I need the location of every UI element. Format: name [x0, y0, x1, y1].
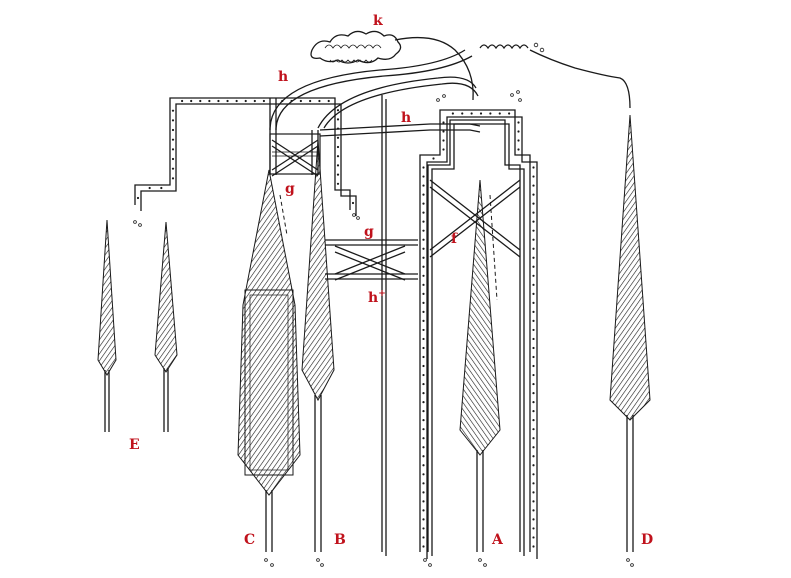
label-g-lower: g: [364, 224, 374, 240]
labels: k h h g g f h+ E C B A D: [129, 13, 653, 548]
squiggle-trail: [479, 42, 631, 109]
label-B: B: [334, 532, 346, 548]
spear-C: [237, 169, 301, 552]
spear-B: [301, 139, 335, 552]
spear-E-right: [154, 221, 178, 432]
spear-D: [609, 114, 651, 552]
label-f: f: [451, 231, 458, 247]
cross-brace-f: [429, 179, 521, 258]
pipe-network: [133, 49, 634, 567]
label-k: k: [373, 13, 383, 29]
label-h-right: h: [401, 110, 411, 126]
spear-A: [459, 179, 501, 552]
label-D: D: [641, 532, 653, 548]
label-h-left: h: [278, 69, 288, 85]
label-E: E: [129, 437, 140, 453]
label-C: C: [244, 532, 255, 548]
label-A: A: [491, 532, 504, 548]
label-g-upper: g: [285, 181, 295, 197]
label-h-plus: h+: [368, 289, 386, 306]
cloud-k: [310, 30, 474, 101]
spear-E-left: [97, 219, 117, 432]
cross-brace-g-lower: [325, 239, 418, 281]
cross-brace-g-upper: [269, 133, 321, 177]
